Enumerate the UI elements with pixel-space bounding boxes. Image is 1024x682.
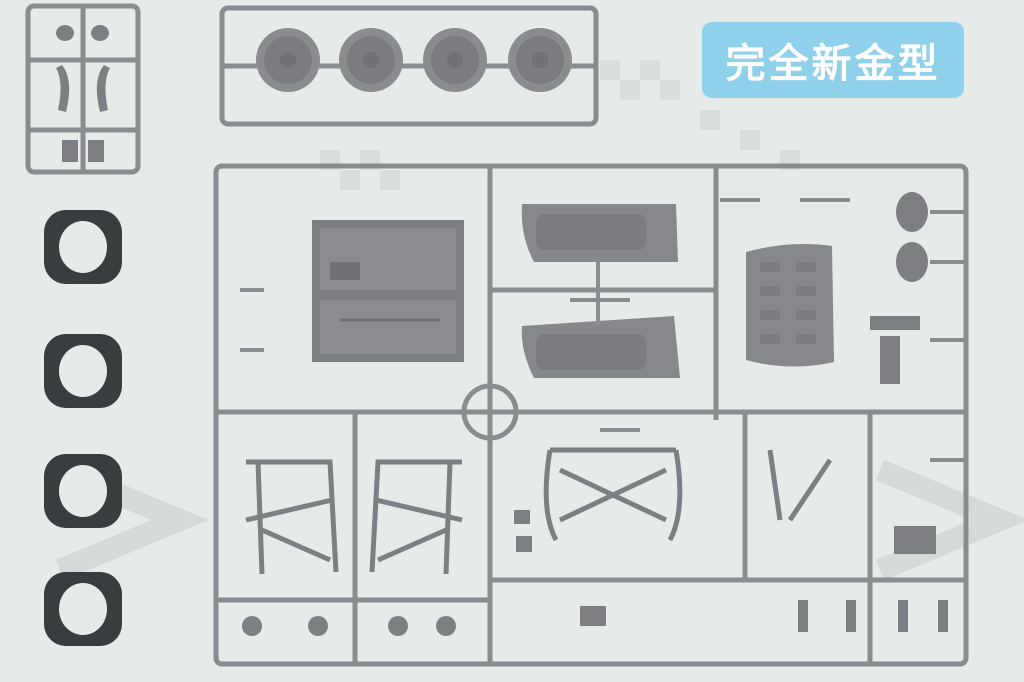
small-sprue — [25, 3, 141, 175]
main-sprue-frame — [213, 163, 969, 667]
badge-text: 完全新金型 — [725, 41, 941, 87]
roll-cage-main — [543, 447, 683, 542]
wheel-1 — [256, 28, 320, 92]
wheel-2 — [339, 28, 403, 92]
seat-parts — [870, 192, 928, 384]
small-sprue-parts — [56, 25, 110, 162]
wheel-4 — [508, 28, 572, 92]
tire-4 — [44, 572, 122, 646]
tire-3 — [44, 454, 122, 528]
tire-1 — [44, 210, 122, 284]
tires — [44, 210, 122, 646]
floor-pan-part — [312, 220, 464, 362]
hub-parts — [242, 510, 948, 636]
watermark-checker-pattern — [320, 60, 800, 190]
interior-tub-part — [746, 244, 834, 367]
door-panel-upper — [521, 204, 678, 262]
wheels — [256, 28, 572, 92]
new-tooling-badge: 完全新金型 — [702, 22, 964, 98]
wheel-3 — [423, 28, 487, 92]
roll-cage-right — [369, 459, 463, 575]
tire-2 — [44, 334, 122, 408]
sprue-gates — [240, 198, 966, 462]
door-panel-lower — [521, 316, 680, 378]
roll-cage-left — [245, 459, 339, 575]
suspension-arm — [767, 449, 833, 522]
